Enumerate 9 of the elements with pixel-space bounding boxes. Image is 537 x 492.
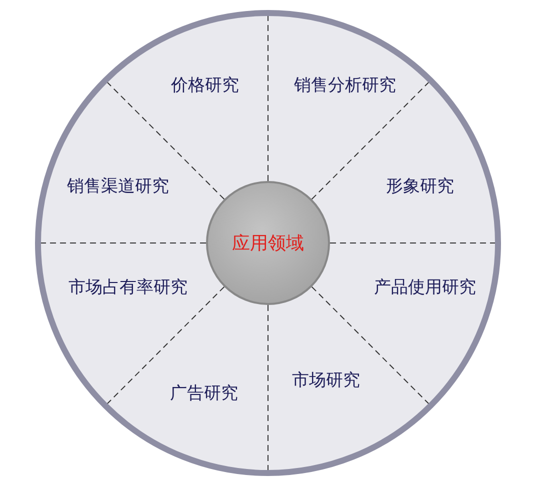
sector-label: 销售渠道研究: [67, 174, 169, 198]
sector-label: 形象研究: [386, 174, 454, 198]
sector-label: 产品使用研究: [374, 276, 476, 298]
sector-label: 市场占有率研究: [68, 276, 188, 298]
sector-label: 市场研究: [292, 368, 360, 392]
sector-label: 广告研究: [170, 382, 238, 404]
sector-label: 价格研究: [171, 74, 239, 96]
sector-label: 销售分析研究: [294, 74, 396, 96]
center-label: 应用领域: [232, 232, 304, 255]
